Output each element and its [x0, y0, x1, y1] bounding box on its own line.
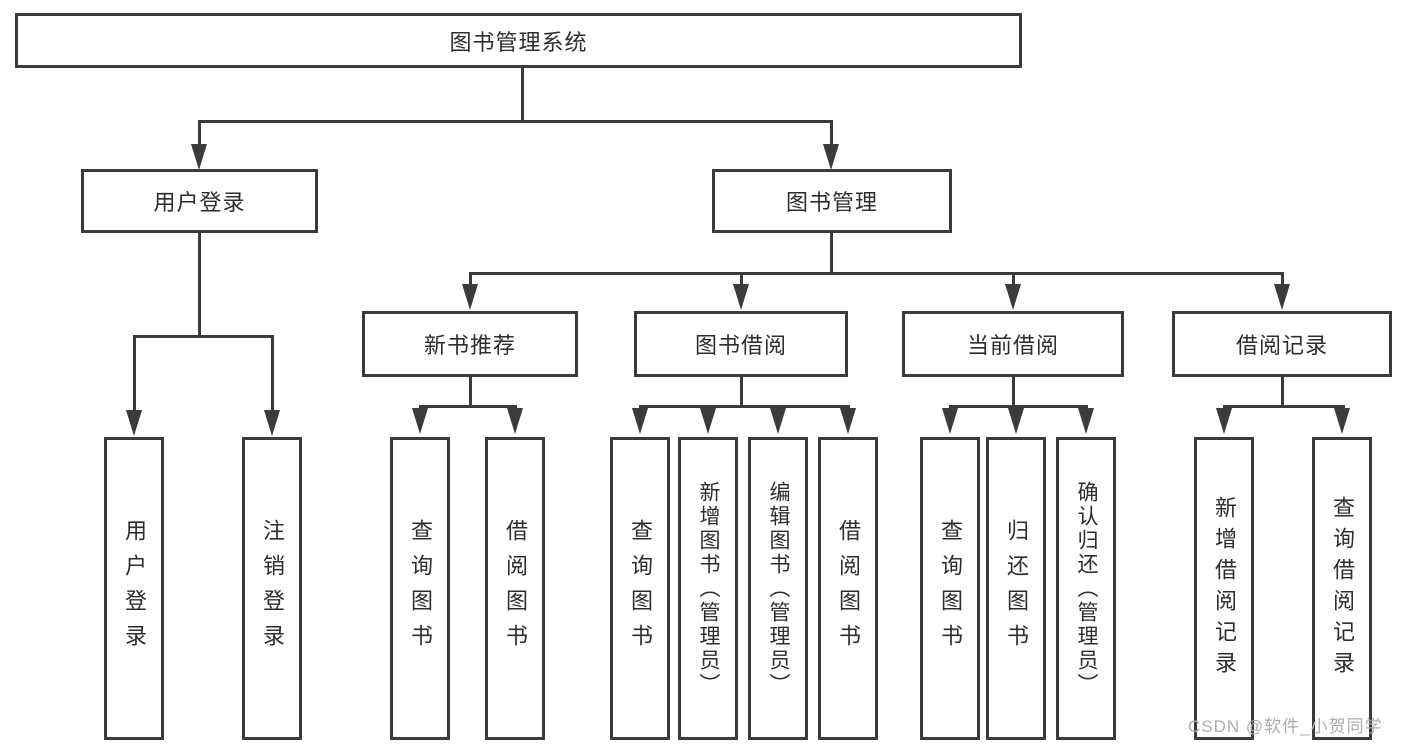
connector-drop-leaf-logout [271, 335, 274, 411]
arrow-down-icon [1008, 408, 1024, 434]
node-leaf-query-books-3: 查询图书 [920, 437, 980, 740]
node-book-borrow-label: 图书借阅 [694, 333, 787, 358]
node-leaf-confirm-return-admin: 确认归还（管理员） [1056, 437, 1116, 740]
connector-groupD-bar [1223, 405, 1345, 408]
arrow-down-icon [1334, 408, 1350, 434]
connector-drop-current-borrow [1012, 272, 1015, 286]
arrow-down-icon [264, 410, 280, 436]
connector-root-bar [198, 120, 833, 123]
leaf-label: 新增图书（管理员） [697, 480, 720, 697]
arrow-down-icon [632, 408, 648, 434]
arrow-down-icon [1274, 284, 1290, 310]
node-user-login: 用户登录 [81, 169, 318, 233]
connector-drop-book-management [830, 120, 833, 146]
node-book-borrow: 图书借阅 [634, 311, 848, 377]
connector-book-management-stem [830, 233, 833, 273]
node-leaf-query-books-1: 查询图书 [390, 437, 450, 740]
leaf-label: 用户登录 [122, 518, 147, 659]
leaf-label: 查询借阅记录 [1330, 495, 1355, 682]
leaf-label: 新增借阅记录 [1212, 495, 1237, 682]
node-user-login-label: 用户登录 [153, 190, 246, 215]
arrow-down-icon [823, 144, 839, 170]
leaf-label: 借阅图书 [836, 518, 861, 659]
arrow-down-icon [412, 408, 428, 434]
connector-groupC-stem [1012, 377, 1015, 408]
connector-groupB-bar [639, 405, 850, 408]
node-leaf-borrow-books-1: 借阅图书 [485, 437, 545, 740]
arrow-down-icon [700, 408, 716, 434]
leaf-label: 注销登录 [260, 518, 285, 659]
leaf-label: 确认归还（管理员） [1075, 480, 1098, 697]
leaf-label: 查询图书 [938, 518, 963, 659]
connector-drop-leaf-user-login [133, 335, 136, 411]
node-root: 图书管理系统 [15, 13, 1022, 68]
node-leaf-query-books-2: 查询图书 [610, 437, 670, 740]
arrow-down-icon [942, 408, 958, 434]
arrow-down-icon [126, 410, 142, 436]
node-book-management-label: 图书管理 [785, 190, 878, 215]
node-current-borrow-label: 当前借阅 [966, 333, 1059, 358]
connector-book-management-bar [469, 272, 1283, 275]
node-root-label: 图书管理系统 [449, 29, 588, 55]
connector-groupB-stem [740, 377, 743, 408]
node-leaf-logout: 注销登录 [242, 437, 302, 740]
node-borrow-records: 借阅记录 [1172, 311, 1392, 377]
leaf-label: 编辑图书（管理员） [767, 480, 790, 697]
node-leaf-add-books-admin: 新增图书（管理员） [678, 437, 738, 740]
node-borrow-records-label: 借阅记录 [1235, 333, 1328, 358]
connector-groupC-bar [949, 405, 1088, 408]
csdn-watermark: CSDN @软件_小贺同学 [1188, 717, 1383, 736]
connector-groupA-bar [419, 405, 517, 408]
connector-drop-book-borrow [740, 272, 743, 286]
node-leaf-add-borrow-record: 新增借阅记录 [1194, 437, 1254, 740]
node-leaf-return-books: 归还图书 [986, 437, 1046, 740]
node-new-book-recommend: 新书推荐 [362, 311, 578, 377]
connector-drop-new-book [469, 272, 472, 286]
arrow-down-icon [1078, 408, 1094, 434]
node-leaf-query-borrow-record: 查询借阅记录 [1312, 437, 1372, 740]
arrow-down-icon [507, 408, 523, 434]
leaf-label: 归还图书 [1004, 518, 1029, 659]
node-leaf-user-login: 用户登录 [104, 437, 164, 740]
arrow-down-icon [733, 284, 749, 310]
arrow-down-icon [840, 408, 856, 434]
arrow-down-icon [1005, 284, 1021, 310]
node-leaf-borrow-books-2: 借阅图书 [818, 437, 878, 740]
connector-groupD-stem [1281, 377, 1284, 408]
node-current-borrow: 当前借阅 [902, 311, 1124, 377]
leaf-label: 查询图书 [408, 518, 433, 659]
node-leaf-edit-books-admin: 编辑图书（管理员） [748, 437, 808, 740]
leaf-label: 查询图书 [628, 518, 653, 659]
node-new-book-recommend-label: 新书推荐 [423, 333, 516, 358]
connector-user-login-bar [133, 335, 273, 338]
connector-root-stem [521, 68, 524, 120]
arrow-down-icon [191, 144, 207, 170]
connector-groupA-stem [469, 377, 472, 408]
arrow-down-icon [1216, 408, 1232, 434]
connector-user-login-stem [198, 233, 201, 335]
arrow-down-icon [462, 284, 478, 310]
connector-drop-borrow-records [1281, 272, 1284, 286]
node-book-management: 图书管理 [712, 169, 952, 233]
leaf-label: 借阅图书 [503, 518, 528, 659]
arrow-down-icon [770, 408, 786, 434]
connector-drop-user-login [198, 120, 201, 146]
